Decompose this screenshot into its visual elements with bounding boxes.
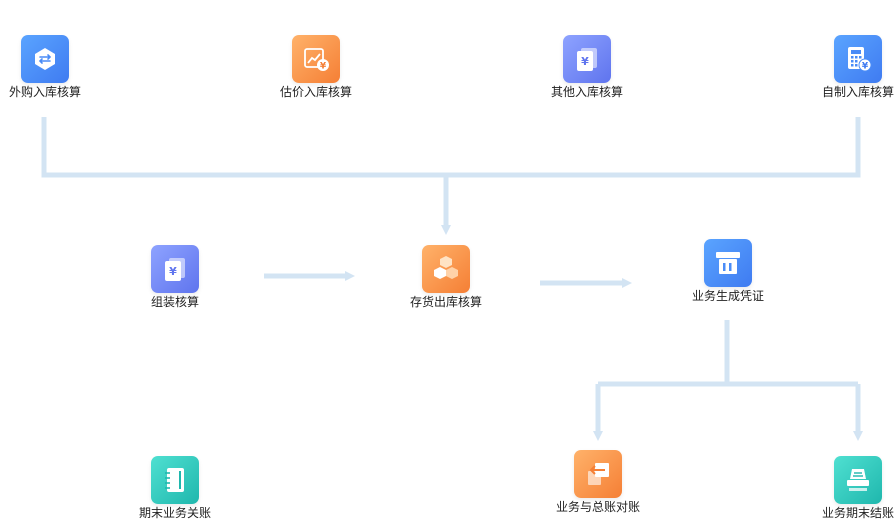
- node-label: 估价入库核算: [279, 85, 352, 99]
- top-connector-bracket: [41, 117, 861, 178]
- node-label: 组装核算: [150, 295, 199, 309]
- node-qimo-yewu-guanzhang[interactable]: 期末业务关账: [125, 456, 225, 520]
- notebook-icon: [151, 456, 199, 504]
- boxes-icon: [422, 245, 470, 293]
- node-qita-ruku-hesuan[interactable]: ¥ 其他入库核算: [537, 35, 637, 99]
- split-connector: [598, 320, 858, 387]
- svg-text:¥: ¥: [862, 62, 869, 72]
- node-label: 存货出库核算: [409, 295, 482, 309]
- node-label: 期末业务关账: [138, 506, 211, 520]
- svg-text:¥: ¥: [581, 55, 589, 68]
- chart-yen-icon: ¥: [292, 35, 340, 83]
- node-gujia-ruku-hesuan[interactable]: ¥ 估价入库核算: [266, 35, 366, 99]
- node-label: 业务期末结账: [821, 506, 894, 520]
- printer-tray-icon: [834, 456, 882, 504]
- node-yewu-qimo-jiezhang[interactable]: 业务期末结账: [808, 456, 895, 520]
- svg-text:¥: ¥: [320, 62, 327, 72]
- document-yen-icon: ¥: [151, 245, 199, 293]
- document-yen-icon: ¥: [563, 35, 611, 83]
- exchange-hexagon-icon: [21, 35, 69, 83]
- node-zuzhuang-hesuan[interactable]: ¥ 组装核算: [125, 245, 225, 309]
- node-zizhi-ruku-hesuan[interactable]: ¥ 自制入库核算: [808, 35, 895, 99]
- node-yewu-zongzhang-duizhang[interactable]: 业务与总账对账: [548, 450, 648, 514]
- svg-text:¥: ¥: [169, 265, 177, 278]
- node-label: 其他入库核算: [550, 85, 623, 99]
- node-label: 自制入库核算: [821, 85, 894, 99]
- arrow-compare-icon: [574, 450, 622, 498]
- node-yewu-shengcheng-pingzheng[interactable]: 业务生成凭证: [678, 239, 778, 303]
- node-cunhuo-chuku-hesuan[interactable]: 存货出库核算: [396, 245, 496, 309]
- calculator-yen-icon: ¥: [834, 35, 882, 83]
- node-label: 业务与总账对账: [555, 500, 640, 514]
- voucher-printer-icon: [704, 239, 752, 287]
- node-label: 业务生成凭证: [691, 289, 764, 303]
- node-label: 外购入库核算: [8, 85, 81, 99]
- node-waigou-ruku-hesuan[interactable]: 外购入库核算: [0, 35, 95, 99]
